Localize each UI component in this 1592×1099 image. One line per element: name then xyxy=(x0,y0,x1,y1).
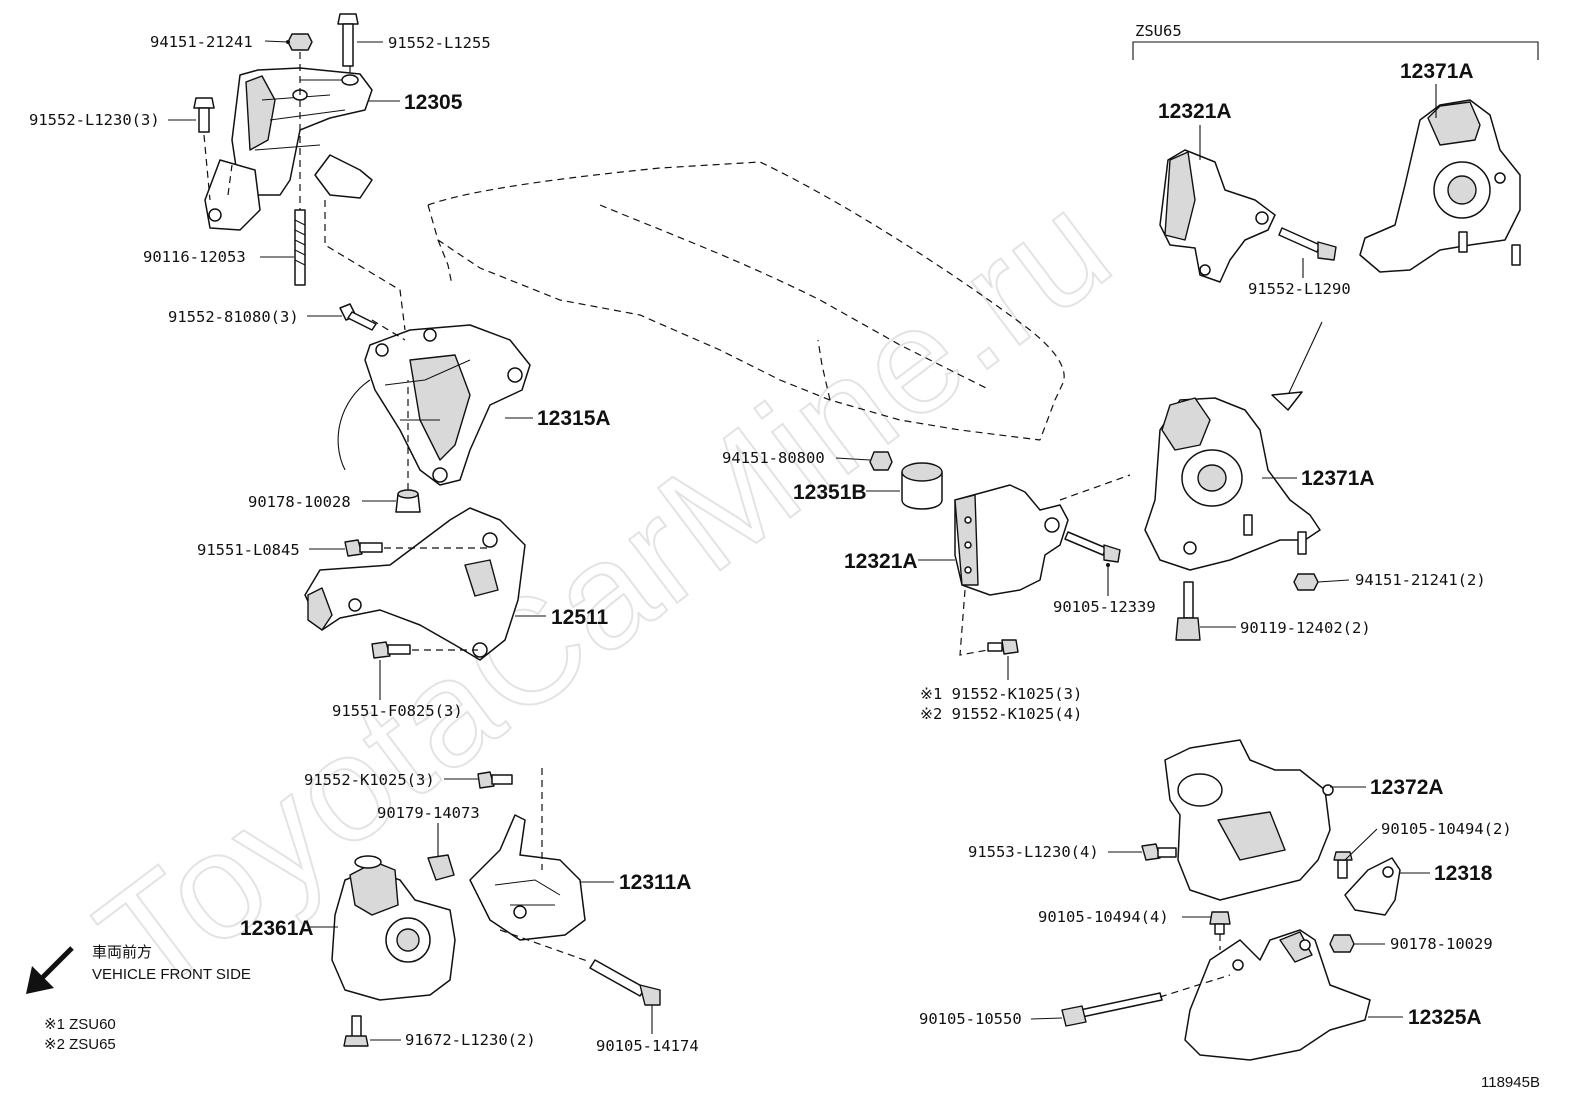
direction-label-en: VEHICLE FRONT SIDE xyxy=(92,966,251,983)
label-90119-12402-2: 90119-12402(2) xyxy=(1240,619,1371,637)
bracket-12321A-top xyxy=(1159,149,1276,283)
label-12311A: 12311A xyxy=(619,871,691,894)
label-90105-10494-2: 90105-10494(2) xyxy=(1381,820,1512,838)
bracket-12315A xyxy=(364,324,531,486)
nut-90178-10029 xyxy=(1329,934,1355,953)
bolt-91552-K1025-left xyxy=(477,771,513,789)
bracket-12318 xyxy=(1344,857,1401,916)
front-direction-arrow xyxy=(26,946,74,994)
nut-94151-80800 xyxy=(869,451,893,471)
stud-90116-12053 xyxy=(294,209,306,286)
watermark: ToyotaCarMine.ru xyxy=(68,160,1140,1026)
bolt-90119-12402 xyxy=(1175,581,1201,641)
bolt-91552-L1230 xyxy=(193,97,215,133)
guide-12321A-mid xyxy=(959,474,1131,656)
label-94151-21241-2: 94151-21241(2) xyxy=(1355,571,1486,589)
zsu65-bracket-line xyxy=(1132,41,1539,60)
label-12325A: 12325A xyxy=(1408,1006,1482,1029)
nut-94151-21241-right xyxy=(1293,573,1319,591)
label-90178-10028: 90178-10028 xyxy=(248,493,351,511)
mount-12361A xyxy=(331,855,456,1001)
label-91551-L0845: 91551-L0845 xyxy=(197,541,300,559)
engine-outline xyxy=(427,161,1065,441)
guide-12311A xyxy=(499,768,591,963)
legend-zsu60: ※1 ZSU60 xyxy=(44,1016,116,1033)
label-94151-21241: 94151-21241 xyxy=(150,33,253,51)
label-91553-L1230-4: 91553-L1230(4) xyxy=(968,843,1099,861)
leader-lines xyxy=(168,40,1437,1041)
label-zsu65: ZSU65 xyxy=(1135,22,1182,40)
bolt-90105-12339 xyxy=(1064,531,1121,563)
mount-12371A-mid xyxy=(1144,397,1321,571)
guide-12315A xyxy=(371,319,409,490)
label-91552-L1290: 91552-L1290 xyxy=(1248,280,1351,298)
bolt-91551-L0845 xyxy=(344,539,383,557)
direction-label-jp: 車両前方 xyxy=(92,944,152,961)
bolt-91552-81080 xyxy=(339,303,377,331)
bolt-91552-L1290 xyxy=(1278,227,1337,261)
legend-zsu65: ※2 ZSU65 xyxy=(44,1036,116,1053)
bolt-91552-L1255 xyxy=(337,13,359,67)
bolt-90105-10494-4 xyxy=(1209,911,1231,935)
label-91672-L1230-2: 91672-L1230(2) xyxy=(405,1031,536,1049)
label-12321A-mid: 12321A xyxy=(844,550,918,573)
label-90105-12339: 90105-12339 xyxy=(1053,598,1156,616)
bolt-91551-F0825 xyxy=(371,641,411,659)
bracket-12311A xyxy=(469,814,586,941)
arrow-shaft xyxy=(1287,321,1323,396)
bolt-90105-14174 xyxy=(589,959,661,1006)
nut-90179-14073 xyxy=(427,854,455,881)
bolt-90105-10550 xyxy=(1061,992,1163,1027)
guide-12305 xyxy=(203,52,406,331)
label-91552-K1025-3-zsu60: ※1 91552-K1025(3) xyxy=(920,685,1082,703)
label-12371A-mid: 12371A xyxy=(1301,467,1375,490)
mount-12371A-top xyxy=(1359,99,1521,273)
label-91552-K1025-4-zsu65: ※2 91552-K1025(4) xyxy=(920,705,1082,723)
label-90116-12053: 90116-12053 xyxy=(143,248,246,266)
label-91551-F0825-3: 91551-F0825(3) xyxy=(332,702,463,720)
label-90105-10550: 90105-10550 xyxy=(919,1010,1022,1028)
label-91552-K1025-3-left: 91552-K1025(3) xyxy=(304,771,435,789)
label-90105-14174: 90105-14174 xyxy=(596,1037,699,1055)
nut-94151-21241 xyxy=(287,33,313,51)
label-90178-10029: 90178-10029 xyxy=(1390,935,1493,953)
bolt-91552-K1025-mid xyxy=(987,639,1019,655)
label-94151-80800: 94151-80800 xyxy=(722,449,825,467)
guide-12325A xyxy=(1159,934,1231,998)
bolt-91553-L1230 xyxy=(1141,843,1177,861)
nut-90178-10028 xyxy=(395,489,421,513)
label-91552-L1255: 91552-L1255 xyxy=(388,34,491,52)
label-12321A-top: 12321A xyxy=(1158,100,1232,123)
label-12315A: 12315A xyxy=(537,407,611,430)
bracket-12511 xyxy=(304,507,526,661)
label-91552-81080-3: 91552-81080(3) xyxy=(168,308,299,326)
label-12318: 12318 xyxy=(1434,862,1493,885)
label-12511: 12511 xyxy=(551,606,609,629)
bracket-12321A-mid xyxy=(954,484,1069,596)
label-12305: 12305 xyxy=(404,91,463,114)
arrow-head xyxy=(1271,391,1303,411)
mount-12372A xyxy=(1164,739,1334,901)
label-90179-14073: 90179-14073 xyxy=(377,804,480,822)
curve-12315A xyxy=(337,379,371,471)
bracket-12325A xyxy=(1184,929,1371,1061)
label-90105-10494-4: 90105-10494(4) xyxy=(1038,908,1169,926)
label-12361A: 12361A xyxy=(240,917,314,940)
bolt-91672-L1230 xyxy=(343,1015,369,1047)
label-12372A: 12372A xyxy=(1370,776,1444,799)
label-12351B: 12351B xyxy=(793,481,867,504)
guide-12511 xyxy=(384,547,490,651)
bracket-12305-lower xyxy=(204,154,373,231)
bushing-12351B xyxy=(901,462,943,510)
label-12371A-top: 12371A xyxy=(1400,60,1474,83)
mount-12305 xyxy=(231,67,373,196)
label-91552-L1230-3: 91552-L1230(3) xyxy=(29,111,160,129)
diagram-id: 118945B xyxy=(1481,1074,1540,1091)
